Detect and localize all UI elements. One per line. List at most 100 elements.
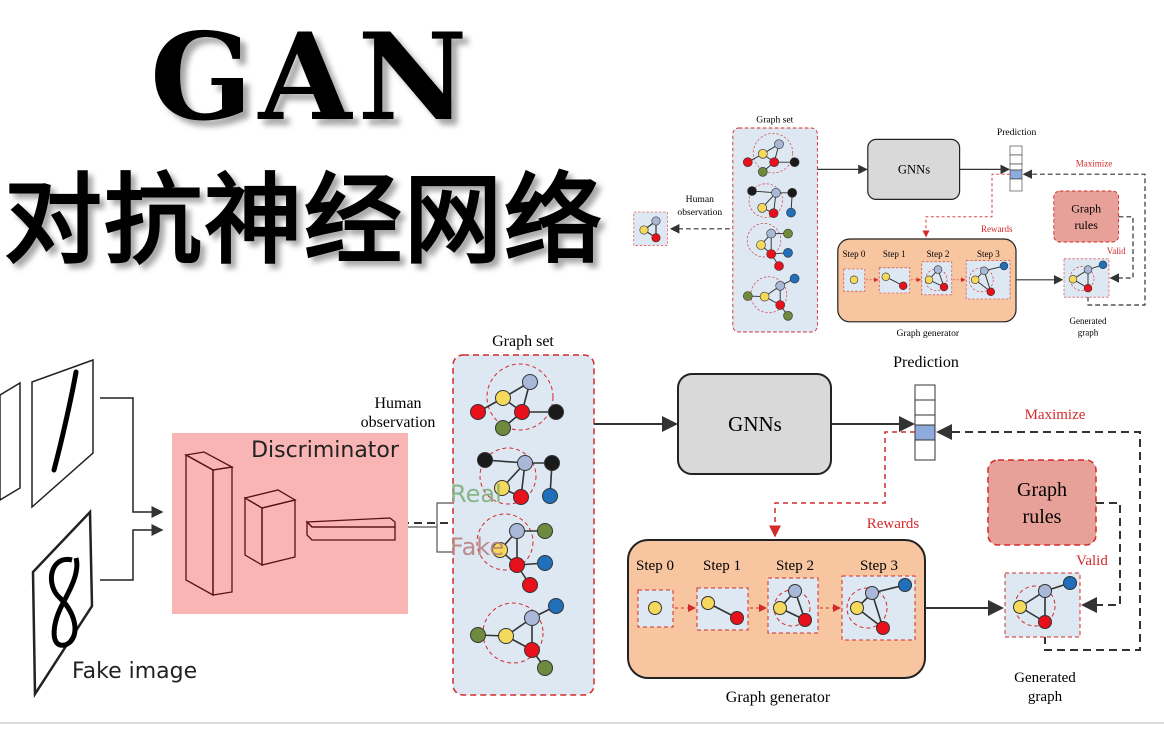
generated-graph-label-2: graph bbox=[1078, 328, 1099, 338]
graph bbox=[743, 133, 800, 177]
highlight-circle bbox=[752, 133, 794, 174]
node-red bbox=[730, 611, 744, 625]
node-black bbox=[789, 157, 800, 168]
chinese-subtitle: 对抗神经网络 bbox=[4, 164, 605, 278]
step-1-label: Step 1 bbox=[883, 249, 906, 259]
prediction-label: Prediction bbox=[997, 127, 1037, 138]
step-3-label: Step 3 bbox=[977, 249, 1000, 259]
node-red bbox=[522, 577, 538, 593]
node-green bbox=[783, 311, 793, 321]
node-lightblue bbox=[865, 586, 879, 600]
node-red bbox=[899, 281, 908, 291]
node-blue bbox=[1063, 576, 1077, 590]
node-yellow bbox=[1013, 600, 1027, 614]
step-2-label: Step 2 bbox=[927, 249, 950, 259]
graph-generation-diagram-small: Human observation Graph set GNNs Predict… bbox=[633, 115, 1146, 339]
highlight-circle bbox=[476, 513, 534, 571]
generated-graph-label-2: graph bbox=[1028, 689, 1063, 705]
gnns-label: GNNs bbox=[898, 163, 930, 177]
digit-eight bbox=[49, 557, 80, 648]
valid-label: Valid bbox=[1107, 246, 1126, 256]
node-blue bbox=[537, 555, 553, 571]
node-yellow bbox=[849, 275, 859, 285]
graph bbox=[846, 578, 912, 635]
graph-rules-box bbox=[987, 459, 1097, 546]
graph bbox=[1068, 260, 1108, 293]
graph bbox=[773, 584, 812, 627]
generated-graph bbox=[1013, 576, 1077, 629]
generated-graph-label-1: Generated bbox=[1014, 670, 1076, 686]
node-lightblue bbox=[1083, 265, 1093, 274]
node-yellow bbox=[498, 628, 514, 644]
real-image-plane bbox=[0, 358, 94, 509]
graph bbox=[968, 261, 1009, 297]
node-green bbox=[495, 420, 511, 436]
node-blue bbox=[1098, 260, 1108, 270]
node-red bbox=[766, 249, 777, 259]
maximize-feedback-arrow bbox=[936, 424, 1141, 651]
node-lightblue bbox=[1038, 584, 1052, 598]
node-lightblue bbox=[517, 455, 533, 471]
graph bbox=[881, 272, 908, 291]
node-red bbox=[524, 642, 540, 658]
node-blue bbox=[999, 261, 1009, 271]
node-yellow bbox=[1068, 275, 1078, 284]
graph bbox=[747, 183, 798, 219]
node-green bbox=[537, 523, 553, 539]
node-black bbox=[747, 186, 757, 196]
main-title: GAN bbox=[150, 7, 474, 148]
real-bracket bbox=[408, 502, 452, 528]
node-red bbox=[986, 287, 996, 297]
node-yellow bbox=[773, 601, 787, 615]
node-red bbox=[769, 157, 780, 168]
node-black bbox=[787, 188, 798, 198]
step-1-label: Step 1 bbox=[703, 558, 741, 574]
human-observation-label-1: Human bbox=[686, 194, 714, 205]
generated-graph bbox=[1068, 260, 1108, 293]
fake-image-label: Fake image bbox=[72, 659, 197, 684]
node-green bbox=[783, 228, 793, 239]
real-input-arrow bbox=[100, 397, 164, 518]
graph-generator-label: Graph generator bbox=[726, 689, 831, 706]
human-observation-label-2: observation bbox=[677, 207, 722, 218]
node-blue bbox=[789, 273, 800, 284]
node-blue bbox=[548, 598, 564, 614]
node-red bbox=[775, 300, 786, 310]
gnns-label: GNNs bbox=[728, 412, 782, 436]
graph bbox=[470, 598, 564, 676]
graph-generation-diagram: Human observation Graph set GNNs Predict… bbox=[287, 333, 1141, 706]
human-observation-label-1: Human bbox=[374, 395, 421, 412]
graph bbox=[470, 363, 564, 436]
observed-graph bbox=[639, 216, 661, 243]
node-lightblue bbox=[980, 266, 989, 276]
graph-set-label: Graph set bbox=[492, 333, 554, 350]
human-observation-label-2: observation bbox=[361, 414, 436, 431]
node-green bbox=[758, 167, 768, 177]
maximize-label: Maximize bbox=[1076, 158, 1113, 168]
node-red bbox=[513, 489, 529, 505]
graph bbox=[701, 596, 744, 625]
prediction-label: Prediction bbox=[893, 354, 959, 371]
graph bbox=[1013, 576, 1077, 629]
fake-bracket bbox=[436, 527, 452, 553]
discriminator-label: Discriminator bbox=[251, 438, 400, 463]
graph-set-label: Graph set bbox=[756, 115, 793, 126]
node-lightblue bbox=[774, 139, 784, 150]
node-red bbox=[470, 404, 486, 420]
graph-rules-label-2: rules bbox=[1023, 506, 1062, 528]
graph-rules-label-1: Graph bbox=[1071, 202, 1101, 216]
node-yellow bbox=[757, 203, 768, 213]
graph-rules-label-1: Graph bbox=[1017, 479, 1067, 501]
node-lightblue bbox=[766, 228, 777, 239]
graph bbox=[476, 513, 553, 593]
node-yellow bbox=[758, 149, 768, 159]
node-yellow bbox=[971, 275, 980, 285]
node-yellow bbox=[701, 596, 715, 610]
graph-set-graphs bbox=[743, 133, 800, 321]
prediction-vector bbox=[1009, 145, 1023, 192]
graph-rules-box bbox=[1053, 190, 1120, 243]
graph bbox=[849, 275, 859, 285]
node-yellow bbox=[494, 480, 510, 496]
